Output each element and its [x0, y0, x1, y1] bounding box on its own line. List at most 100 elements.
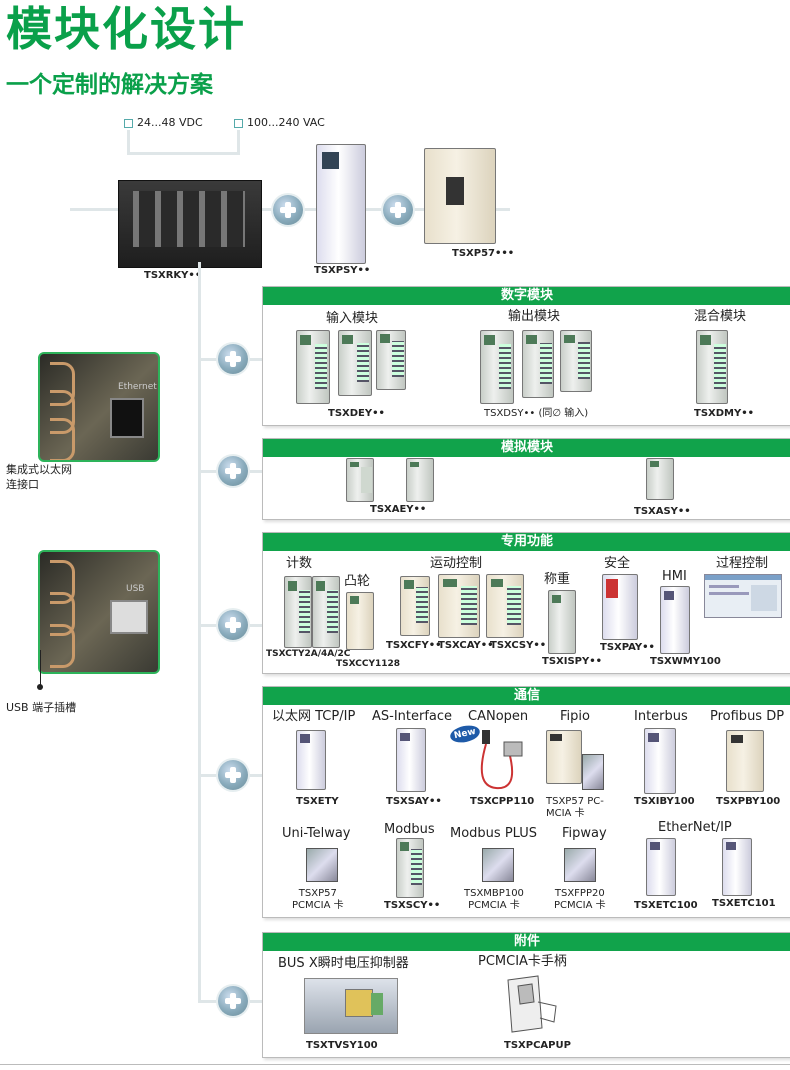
hmi-title: HMI	[662, 569, 687, 584]
output-module-image	[560, 330, 592, 392]
pointer-dot	[37, 684, 43, 690]
process-control-screenshot	[704, 574, 782, 618]
pby-module-image	[726, 730, 764, 792]
comm-section: 通信	[262, 686, 790, 918]
etc100-code: TSXETC100	[634, 900, 698, 911]
scy-module-image	[396, 838, 424, 898]
analog-header: 模拟模块	[263, 439, 790, 457]
pay-code: TSXPAY••	[600, 642, 655, 653]
bottom-rule	[0, 1064, 790, 1065]
asy-module-image	[646, 458, 674, 500]
digital-mixed-title: 混合模块	[694, 309, 747, 324]
wmy-code: TSXWMY100	[650, 656, 721, 667]
plus-icon	[218, 986, 248, 1016]
rack-image	[118, 180, 262, 268]
bus-label: BUS X瞬时电压抑制器	[278, 956, 409, 971]
special-header: 专用功能	[263, 533, 790, 551]
p57-pcmcia-code: TSXP57 PCMCIA 卡	[292, 888, 344, 911]
output-module-image	[522, 330, 554, 398]
ety-module-image	[296, 730, 326, 790]
mbp-pcmcia-card-image	[482, 848, 514, 882]
digital-input-title: 输入模块	[326, 311, 379, 326]
input-module-image	[338, 330, 372, 396]
motion-title: 运动控制	[430, 556, 483, 571]
tvsy-image	[304, 978, 398, 1034]
pcmcia-card-image	[582, 754, 604, 790]
pby-code: TSXPBY100	[716, 796, 781, 807]
pointer-line	[40, 650, 41, 686]
iby-module-image	[644, 728, 676, 794]
dc-voltage-label: 24...48 VDC	[124, 116, 203, 129]
psy-code: TSXPSY••	[314, 265, 371, 276]
cty-module-image	[312, 576, 340, 648]
fpp-code: TSXFPP20 PCMCIA 卡	[554, 888, 606, 911]
modbusplus-title: Modbus PLUS	[450, 826, 538, 841]
plus-icon	[218, 610, 248, 640]
page-subtitle: 一个定制的解决方案	[6, 72, 213, 98]
cfy-module-image	[400, 576, 430, 636]
cpp-code: TSXCPP110	[470, 796, 535, 807]
digital-output-title: 输出模块	[508, 309, 561, 324]
pay-module-image	[602, 574, 638, 640]
cay-module-image	[438, 574, 480, 638]
digital-mixed-code: TSXDMY••	[694, 408, 755, 419]
plus-icon	[218, 760, 248, 790]
usb-port-label: USB 端子插槽	[6, 701, 77, 714]
etc101-code: TSXETC101	[712, 898, 776, 909]
cfy-code: TSXCFY••	[386, 640, 442, 651]
profibus-title: Profibus DP	[710, 709, 785, 724]
ethernet-port-photo: Ethernet	[38, 352, 160, 462]
etc101-module-image	[722, 838, 752, 896]
connector-line	[127, 130, 130, 154]
cam-title: 凸轮	[344, 574, 371, 589]
ispy-module-image	[548, 590, 576, 654]
iby-code: TSXIBY100	[634, 796, 695, 807]
say-module-image	[396, 728, 426, 792]
psy-module-image	[316, 144, 366, 264]
ethernet-port-label: 集成式以太网 连接口	[6, 463, 72, 491]
p57-pcmcia-card-image	[306, 848, 338, 882]
rack-code: TSXRKY••	[144, 270, 202, 281]
ispy-code: TSXISPY••	[542, 656, 603, 667]
ethernetip-title: EtherNet/IP	[658, 820, 732, 835]
checkbox-icon	[234, 118, 243, 128]
cty-code: TSXCTY2A/4A/2C	[266, 649, 351, 659]
ccy-module-image	[346, 592, 374, 650]
unitelway-title: Uni-Telway	[282, 826, 351, 841]
etc100-module-image	[646, 838, 676, 896]
ety-code: TSXETY	[296, 796, 339, 807]
interbus-title: Interbus	[634, 709, 688, 724]
plus-icon	[218, 344, 248, 374]
digital-output-code: TSXDSY•• (同∅ 输入)	[484, 408, 589, 419]
pcapup-image	[507, 975, 557, 1033]
fipio-title: Fipio	[560, 709, 590, 724]
p57pc-code: TSXP57 PC- MCIA 卡	[546, 796, 604, 819]
p57-module-image	[424, 148, 496, 244]
cty-module-image	[284, 576, 312, 648]
mixed-module-image	[696, 330, 728, 404]
ccy-code: TSXCCY1128	[336, 659, 401, 669]
analog-asy-code: TSXASY••	[634, 506, 691, 517]
counting-title: 计数	[286, 556, 313, 571]
csy-code: TSXCSY••	[490, 640, 547, 651]
canopen-title: CANopen	[468, 709, 529, 724]
fipway-title: Fipway	[562, 826, 607, 841]
connector-line	[127, 152, 240, 155]
tvsy-code: TSXTVSY100	[306, 1040, 378, 1051]
pcmcia-handle-label: PCMCIA卡手柄	[478, 954, 567, 969]
page-title: 模块化设计	[6, 2, 246, 56]
accessories-header: 附件	[263, 933, 790, 951]
plus-icon	[383, 195, 413, 225]
mbp-code: TSXMBP100 PCMCIA 卡	[464, 888, 524, 911]
analog-aey-code: TSXAEY••	[370, 504, 427, 515]
safety-title: 安全	[604, 556, 631, 571]
connector-line	[237, 130, 240, 154]
trunk-line	[198, 262, 201, 1002]
comm-header: 通信	[263, 687, 790, 705]
modbus-title: Modbus	[384, 822, 435, 837]
plus-icon	[218, 456, 248, 486]
say-code: TSXSAY••	[386, 796, 442, 807]
aey-module-image	[346, 458, 374, 502]
scy-code: TSXSCY••	[384, 900, 441, 911]
csy-module-image	[486, 574, 524, 638]
